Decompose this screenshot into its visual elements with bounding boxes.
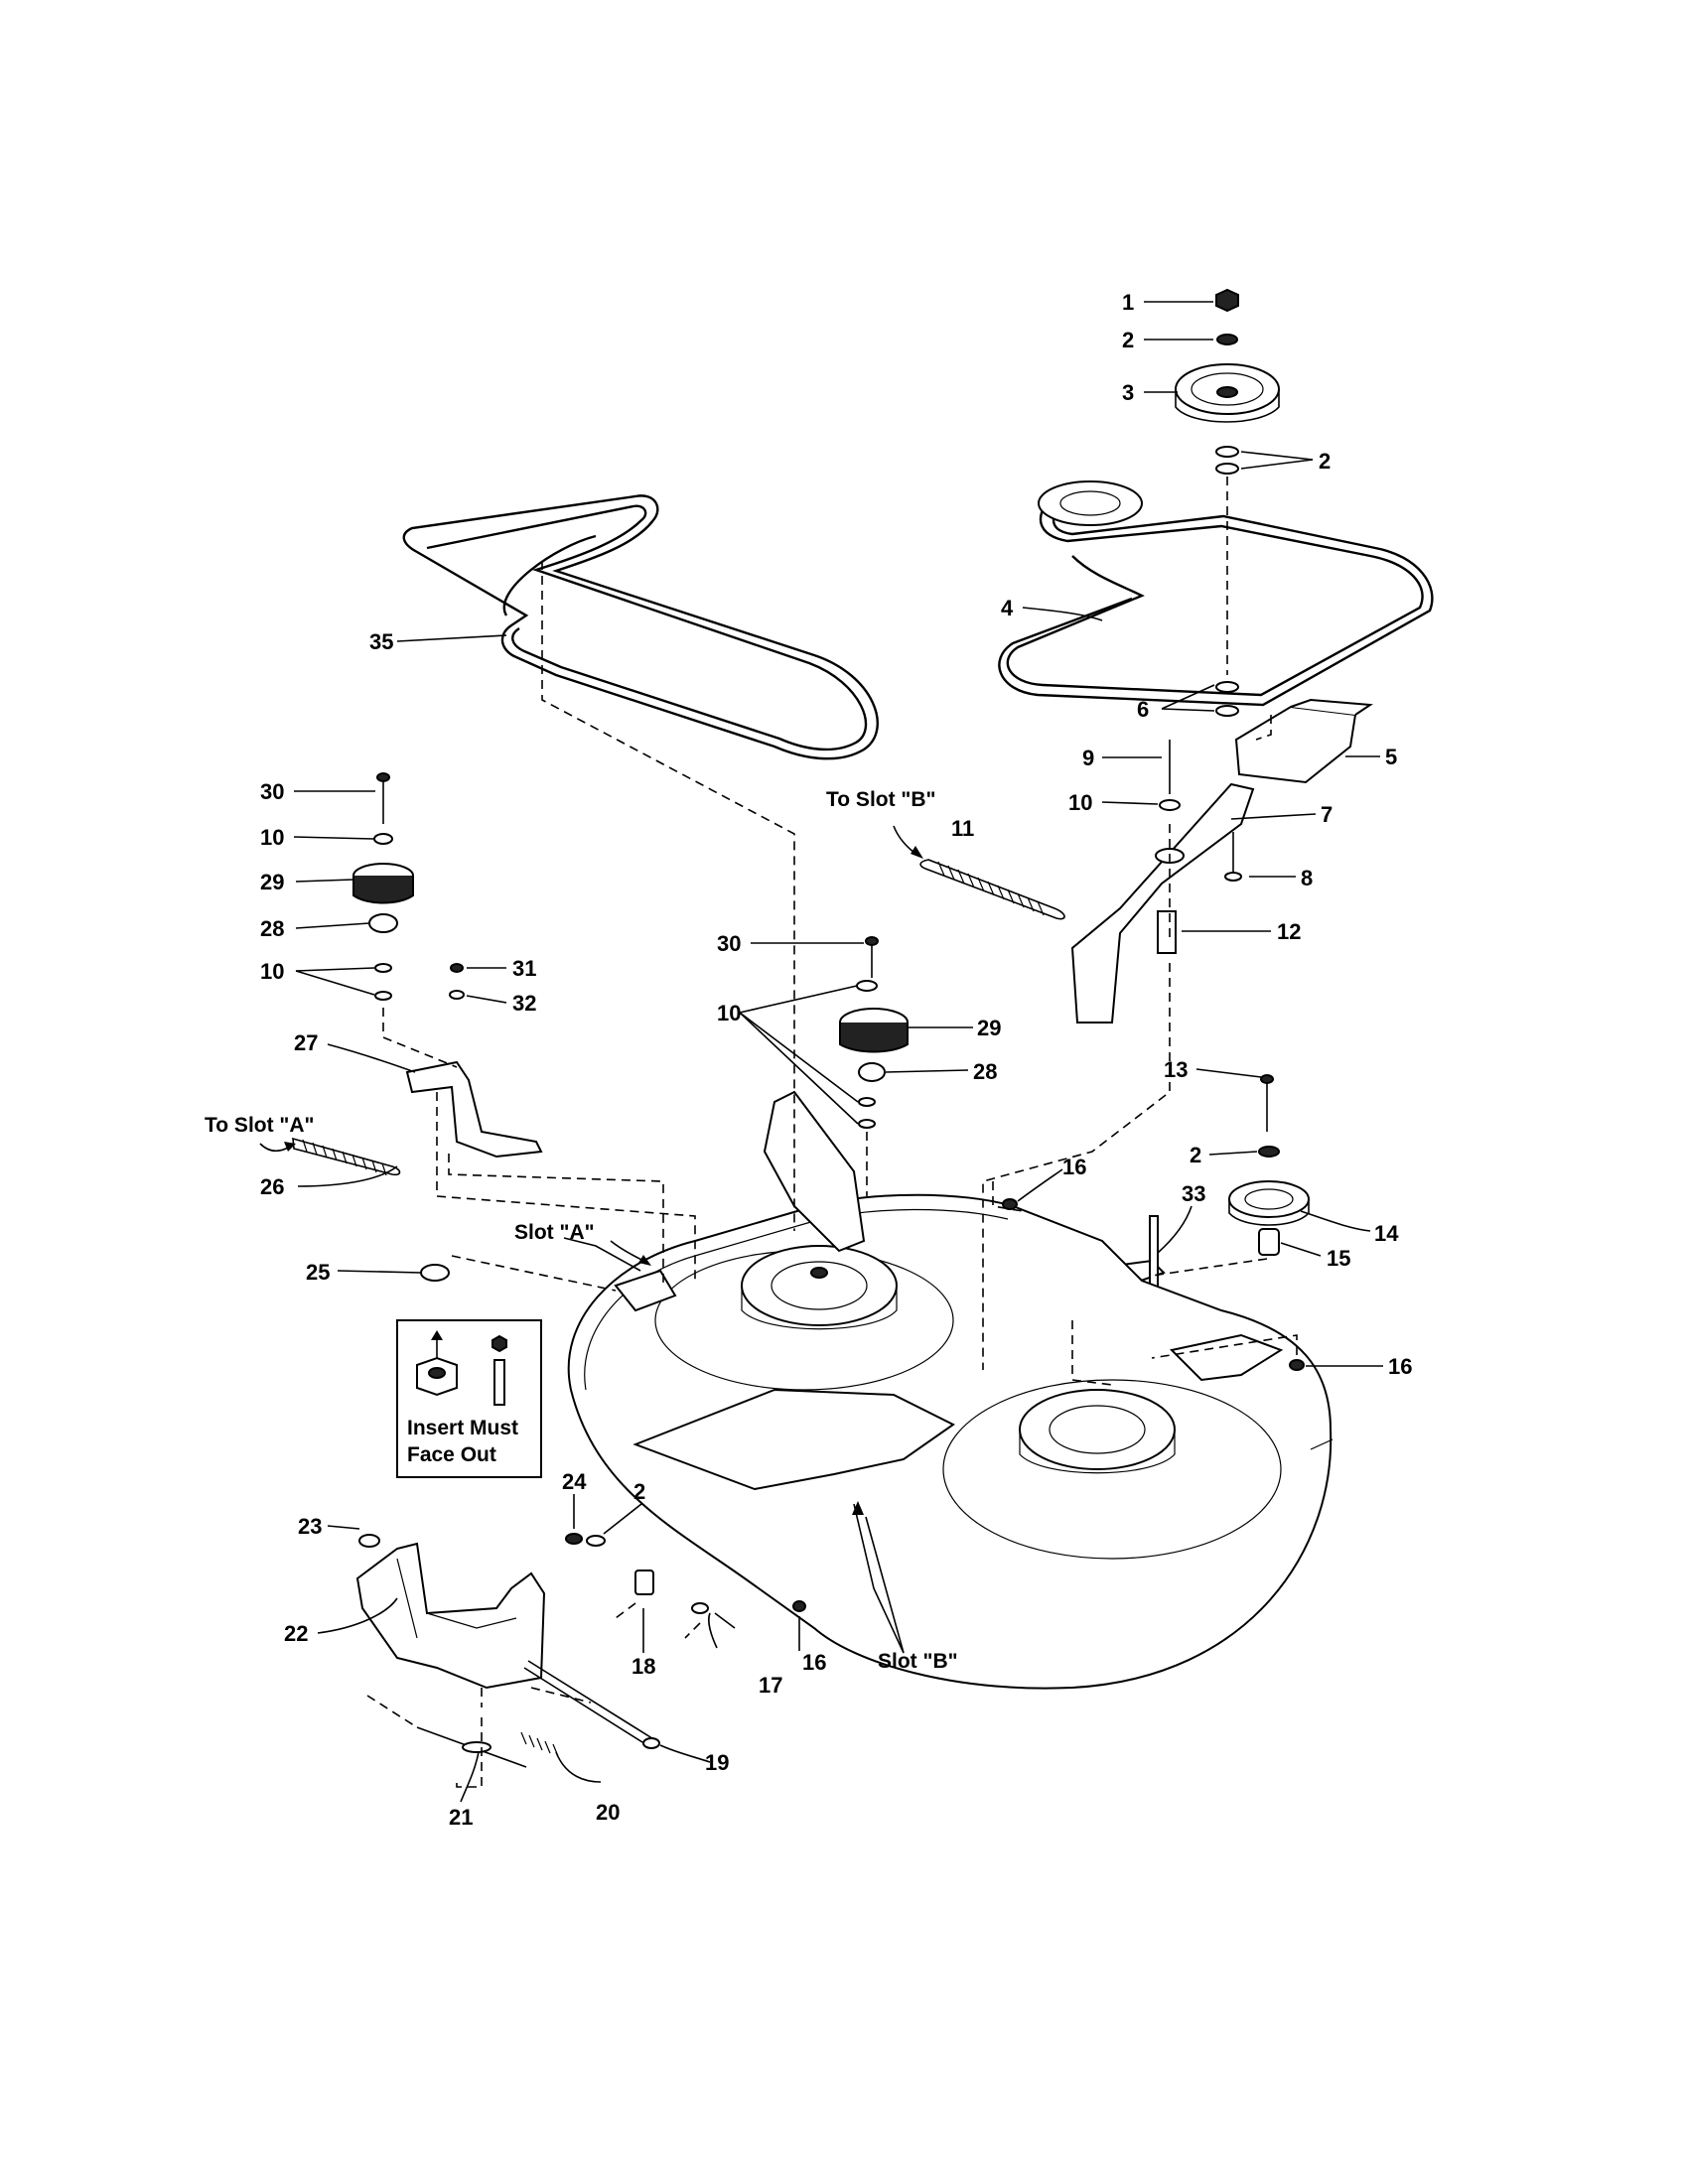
- slot-captions: To Slot "B" To Slot "A" Slot "A" Slot "B…: [205, 788, 958, 1673]
- mower-deck-housing: [567, 1090, 1333, 1690]
- callout-2: 2: [633, 1479, 645, 1504]
- insert-caption-line1: Insert Must: [407, 1417, 518, 1439]
- to-slot-a-caption: To Slot "A": [205, 1114, 315, 1137]
- callout-26: 26: [260, 1174, 284, 1199]
- spring-11: [919, 859, 1065, 920]
- idler-arm-assembly: [1070, 698, 1373, 1024]
- spring-26: [292, 1137, 401, 1176]
- callout-21: 21: [449, 1805, 473, 1830]
- callout-5: 5: [1385, 745, 1397, 769]
- callout-7: 7: [1321, 802, 1333, 827]
- callout-10: 10: [717, 1001, 741, 1025]
- callout-17: 17: [759, 1673, 782, 1698]
- insert-detail-box: Insert Must Face Out: [396, 1319, 542, 1478]
- callout-29: 29: [977, 1016, 1001, 1040]
- to-slot-b-caption: To Slot "B": [826, 788, 936, 811]
- slot-a-caption: Slot "A": [514, 1221, 595, 1244]
- callout-28: 28: [260, 916, 284, 941]
- callout-16: 16: [1062, 1155, 1086, 1179]
- callout-30: 30: [260, 779, 284, 804]
- callout-4: 4: [1001, 596, 1014, 620]
- callout-35: 35: [369, 629, 393, 654]
- callout-2: 2: [1122, 328, 1134, 352]
- belt-35: [402, 494, 879, 760]
- callout-23: 23: [298, 1514, 322, 1539]
- leader-lines: [293, 301, 1383, 1803]
- callout-2: 2: [1190, 1143, 1201, 1167]
- callout-19: 19: [705, 1750, 729, 1775]
- callout-13: 13: [1164, 1057, 1188, 1082]
- callout-16: 16: [802, 1650, 826, 1675]
- callout-29: 29: [260, 870, 284, 894]
- front-hitch-22: [355, 1533, 736, 1768]
- callout-1: 1: [1122, 290, 1134, 315]
- slot-b-caption: Slot "B": [878, 1650, 958, 1673]
- slot-arrows: [259, 825, 923, 1515]
- callout-15: 15: [1327, 1246, 1350, 1271]
- callout-3: 3: [1122, 380, 1134, 405]
- callout-9: 9: [1082, 746, 1094, 770]
- pulley-stack-top-right: [1175, 288, 1280, 717]
- bracket-27: [405, 963, 543, 1159]
- callout-27: 27: [294, 1030, 318, 1055]
- callout-12: 12: [1277, 919, 1301, 944]
- insert-caption-line2: Face Out: [407, 1443, 496, 1466]
- callout-33: 33: [1182, 1181, 1205, 1206]
- callout-22: 22: [284, 1621, 308, 1646]
- callout-20: 20: [596, 1800, 620, 1825]
- callout-11: 11: [951, 816, 974, 841]
- callout-31: 31: [512, 956, 536, 981]
- callout-32: 32: [512, 991, 536, 1016]
- left-idler-stack: [352, 772, 414, 1001]
- callout-25: 25: [306, 1260, 330, 1285]
- callout-10: 10: [1068, 790, 1092, 815]
- right-idler-stack: [1228, 1074, 1310, 1256]
- belt-4: [998, 480, 1434, 707]
- callout-30: 30: [717, 931, 741, 956]
- callout-2: 2: [1319, 449, 1331, 474]
- callout-6: 6: [1137, 697, 1149, 722]
- callout-numbers: 1 2 3 2 4 35 6 5 9 10 7 8 12 30 10 29 28…: [260, 290, 1412, 1830]
- callout-8: 8: [1301, 866, 1313, 890]
- callout-14: 14: [1374, 1221, 1399, 1246]
- callout-18: 18: [632, 1654, 655, 1679]
- callout-10: 10: [260, 959, 284, 984]
- assembly-guide-lines: [366, 477, 1298, 1788]
- callout-10: 10: [260, 825, 284, 850]
- small-hardware: [420, 1198, 1305, 1612]
- center-idler-stack: [839, 936, 909, 1129]
- callout-24: 24: [562, 1469, 587, 1494]
- callout-28: 28: [973, 1059, 997, 1084]
- callout-16: 16: [1388, 1354, 1412, 1379]
